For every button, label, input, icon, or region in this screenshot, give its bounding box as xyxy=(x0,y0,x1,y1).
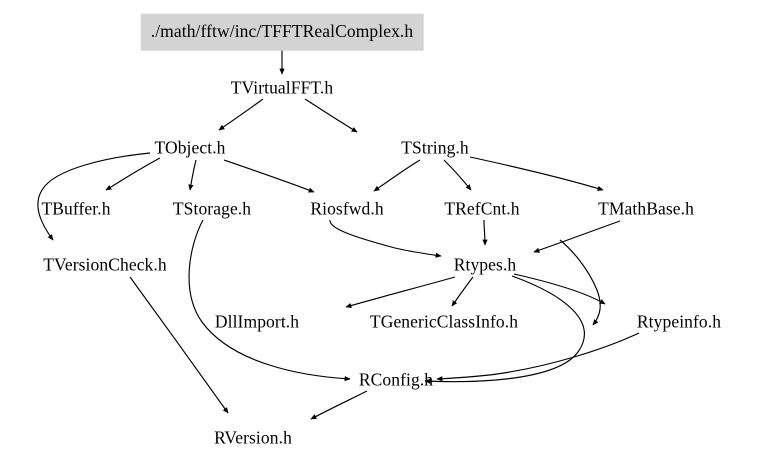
graph-edge-tobject-to-riosfwd xyxy=(223,159,315,193)
graph-node-rtypeinfo[interactable]: Rtypeinfo.h xyxy=(636,311,722,332)
graph-edge-rtypes-to-rconfig xyxy=(424,275,585,384)
graph-node-rversion[interactable]: RVersion.h xyxy=(214,427,292,448)
graph-node-rconfig[interactable]: RConfig.h xyxy=(358,369,434,390)
graph-node-root[interactable]: ./math/fftw/inc/TFFTRealComplex.h xyxy=(140,13,424,51)
graph-edge-rconfig-to-rversion xyxy=(310,390,368,420)
graph-node-trefcnt[interactable]: TRefCnt.h xyxy=(444,198,520,219)
graph-edge-rtypes-to-tgenericclassinfo xyxy=(451,276,474,307)
graph-edge-rtypes-to-dllimport xyxy=(345,276,456,309)
graph-edge-tstring-to-trefcnt xyxy=(443,159,472,191)
graph-edge-riosfwd-to-rtypes xyxy=(329,219,442,258)
graph-edge-rtypeinfo-to-rconfig xyxy=(436,332,640,382)
graph-edge-tvirtualfft-to-tstring xyxy=(304,98,358,133)
graph-node-riosfwd[interactable]: Riosfwd.h xyxy=(310,198,384,219)
graph-node-tstring[interactable]: TString.h xyxy=(401,137,469,158)
graph-edge-tobject-to-tstorage xyxy=(188,159,197,191)
graph-edge-tversioncheck-to-rversion xyxy=(129,276,229,414)
graph-node-tbuffer[interactable]: TBuffer.h xyxy=(41,198,111,219)
graph-edge-tstring-to-riosfwd xyxy=(373,159,421,192)
graph-node-tversioncheck[interactable]: TVersionCheck.h xyxy=(43,254,167,275)
graph-node-dllimport[interactable]: DllImport.h xyxy=(214,311,300,332)
graph-edge-trefcnt-to-rtypes xyxy=(482,219,488,246)
graph-edge-tobject-to-tbuffer xyxy=(105,157,161,191)
graph-edge-extra_curve-to-rtypes_top xyxy=(559,239,601,326)
graph-node-tstorage[interactable]: TStorage.h xyxy=(172,198,252,219)
graph-edge-rtypes-to-rtypeinfo xyxy=(513,273,606,305)
graph-edge-tmathbase-to-rtypes xyxy=(533,220,621,253)
graph-node-tmathbase[interactable]: TMathBase.h xyxy=(598,198,694,219)
graph-edge-tstring-to-tmathbase xyxy=(469,156,604,191)
graph-node-tvirtualfft[interactable]: TVirtualFFT.h xyxy=(230,77,334,98)
graph-node-tgenericclassinfo[interactable]: TGenericClassInfo.h xyxy=(369,311,519,332)
graph-edge-tvirtualfft-to-tobject xyxy=(218,98,264,131)
graph-edge-tobject-to-tversioncheck xyxy=(37,152,151,241)
graph-node-rtypes[interactable]: Rtypes.h xyxy=(453,254,517,275)
graph-node-tobject[interactable]: TObject.h xyxy=(154,137,226,158)
graph-edge-tstorage-to-rconfig xyxy=(188,219,351,382)
